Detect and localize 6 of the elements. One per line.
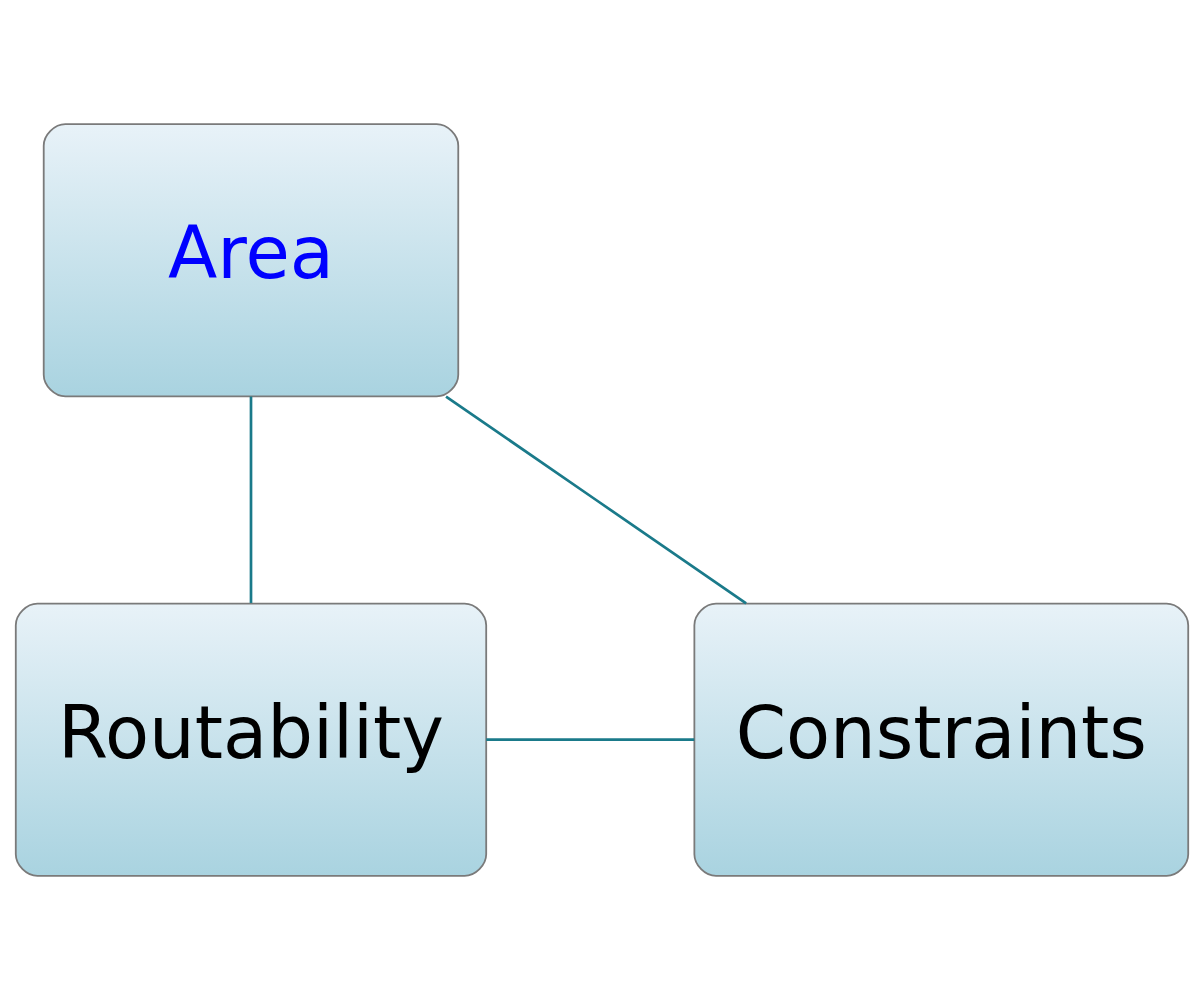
- node-box: Routability: [14, 602, 488, 877]
- node-box: Constraints: [693, 602, 1190, 877]
- connector: [249, 396, 253, 603]
- node-box: Area: [42, 122, 460, 397]
- connector: [486, 737, 695, 741]
- connector: [445, 394, 747, 604]
